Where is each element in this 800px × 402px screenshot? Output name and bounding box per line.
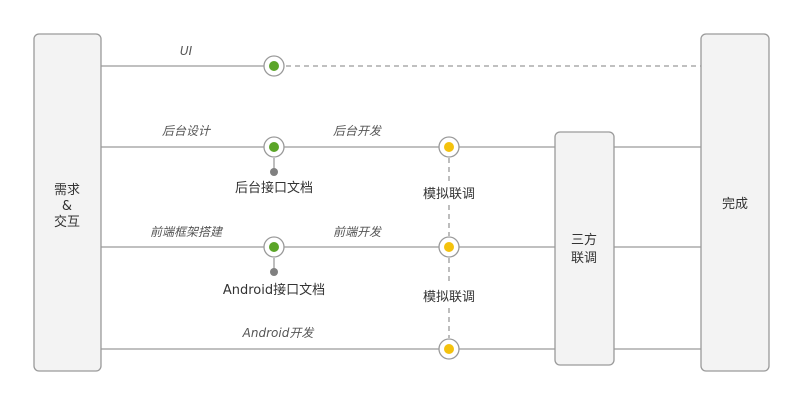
- done-box: [700, 33, 770, 372]
- backend-doc-label: 后台接口文档: [235, 180, 313, 196]
- backend-design-node: [263, 136, 285, 158]
- done-label: 完成: [722, 197, 748, 212]
- mock-integration-label-lower: 模拟联调: [423, 290, 475, 305]
- backend-doc-stub-dot: [270, 168, 278, 176]
- mock-integration-label-upper: 模拟联调: [423, 187, 475, 202]
- frontend-dev-node: [438, 236, 460, 258]
- integration-box: [554, 131, 615, 366]
- integration-label-1: 三方: [571, 232, 597, 248]
- android-dev-label: Android开发: [242, 326, 316, 340]
- frontend-framework-label: 前端框架搭建: [150, 225, 224, 239]
- requirements-label-1: 需求: [54, 183, 80, 198]
- requirements-box: [33, 33, 102, 372]
- frontend-doc-stub-dot: [270, 268, 278, 276]
- frontend-dev-label: 前端开发: [333, 225, 383, 239]
- ui-node: [263, 55, 285, 77]
- backend-design-label: 后台设计: [162, 124, 212, 138]
- frontend-framework-node: [263, 236, 285, 258]
- requirements-label-3: 交互: [54, 214, 80, 230]
- android-dev-node: [438, 338, 460, 360]
- backend-dev-node: [438, 136, 460, 158]
- requirements-label-2: &: [62, 199, 72, 214]
- integration-label-2: 联调: [571, 251, 597, 266]
- frontend-doc-label: Android接口文档: [223, 282, 325, 298]
- backend-dev-label: 后台开发: [333, 124, 383, 138]
- ui-lane-label: UI: [180, 44, 193, 58]
